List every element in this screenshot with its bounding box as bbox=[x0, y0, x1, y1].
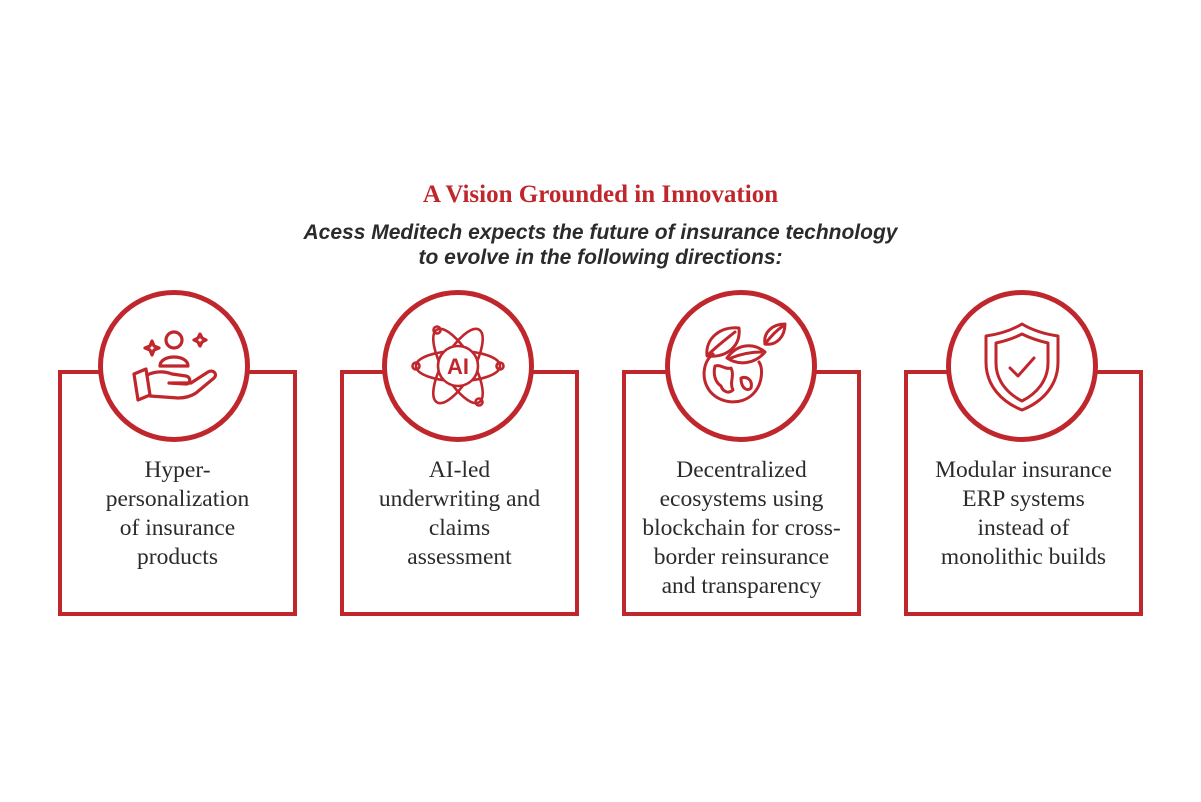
subtitle: Acess Meditech expects the future of ins… bbox=[0, 220, 1201, 270]
subtitle-line: to evolve in the following directions: bbox=[418, 246, 783, 269]
icon-circle bbox=[98, 290, 250, 442]
card-text-line: Hyper- bbox=[144, 457, 211, 483]
card-text: AI-led underwriting and claims assessmen… bbox=[340, 456, 579, 572]
card-text-line: ecosystems using bbox=[659, 486, 824, 512]
ai-icon-label: AI bbox=[447, 354, 469, 379]
card-text: Modular insurance ERP systems instead of… bbox=[904, 456, 1143, 572]
card-text-line: and transparency bbox=[661, 573, 822, 599]
card-text-line: border reinsurance bbox=[653, 544, 830, 570]
shield-check-icon bbox=[984, 322, 1060, 412]
card-text-line: monolithic builds bbox=[940, 544, 1107, 570]
subtitle-line: Acess Meditech expects the future of ins… bbox=[303, 221, 898, 244]
icon-circle bbox=[665, 290, 817, 442]
card-text-line: Decentralized bbox=[676, 457, 807, 483]
card-text-line: blockchain for cross- bbox=[642, 515, 841, 541]
card-text-line: AI-led bbox=[428, 457, 491, 483]
card-text-line: ERP systems bbox=[962, 486, 1085, 512]
card-text-line: personalization bbox=[105, 486, 250, 512]
card-decentralized-ecosystems bbox=[622, 370, 861, 616]
globe-leaves-icon bbox=[702, 322, 787, 404]
card-text-line: claims bbox=[428, 515, 491, 541]
card-text-line: underwriting and bbox=[378, 486, 541, 512]
card-text-line: products bbox=[137, 544, 218, 570]
card-text: Hyper- personalization of insurance prod… bbox=[58, 456, 297, 572]
card-text: Decentralized ecosystems using blockchai… bbox=[622, 456, 861, 601]
card-text-line: instead of bbox=[977, 515, 1070, 541]
icon-circle bbox=[946, 290, 1098, 442]
hand-person-icon bbox=[132, 330, 218, 402]
icon-circle: AI bbox=[382, 290, 534, 442]
card-text-line: Modular insurance bbox=[935, 457, 1112, 483]
title: A Vision Grounded in Innovation bbox=[422, 181, 779, 208]
card-text-line: assessment bbox=[407, 544, 512, 570]
ai-atom-icon: AI bbox=[411, 325, 505, 407]
card-text-line: of insurance bbox=[119, 515, 236, 541]
